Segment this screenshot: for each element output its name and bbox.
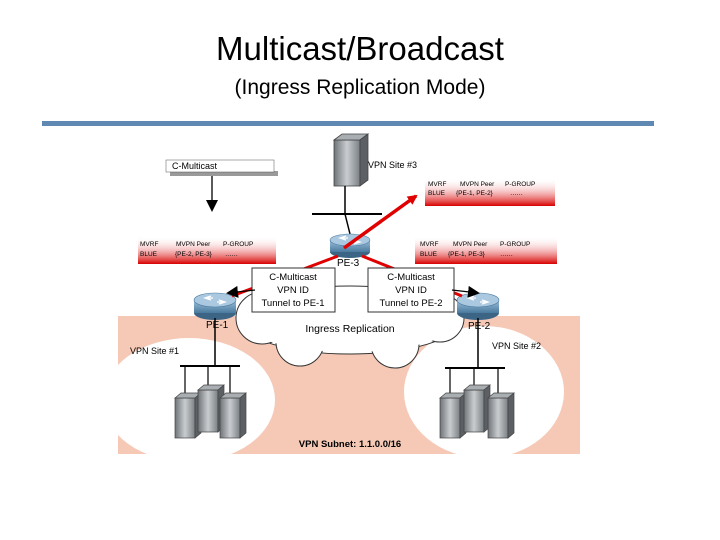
site3-router-link [344,213,351,235]
svg-text:P-GROUP: P-GROUP [223,241,253,248]
router-icon-pe1 [193,292,237,320]
c-multicast-box-right: C-Multicast VPN ID Tunnel to PE-2 [367,267,455,313]
mvrf-table-left: MVRF MVPN Peer P-GROUP BLUE {PE-2, PE-3}… [140,241,253,258]
vpn-subnet-label: VPN Subnet: 1.1.0.0/16 [299,439,401,450]
vpn-site-2-label: VPN Site #2 [492,341,541,351]
server-icon [487,392,515,439]
svg-text:Tunnel to PE-2: Tunnel to PE-2 [379,298,442,309]
server-icon [174,392,202,439]
replication-arrow-to-site3 [342,194,418,250]
svg-text:P-GROUP: P-GROUP [500,241,530,248]
pe2-label: PE-2 [468,321,491,332]
vpn-site-1-label: VPN Site #1 [130,346,179,356]
tunnel-arrow-to-pe2 [451,285,480,298]
svg-text:VPN ID: VPN ID [395,285,427,296]
vpn-site-3-label: VPN Site #3 [368,160,417,170]
mvrf-table-top-right: MVRF MVPN Peer P-GROUP BLUE {PE-1, PE-2}… [428,181,535,197]
svg-text:BLUE: BLUE [420,251,438,258]
svg-text:MVPN Peer: MVPN Peer [176,241,211,248]
svg-text:{PE-1, PE-2}: {PE-1, PE-2} [456,190,494,197]
table-right-highlight [415,236,557,264]
slide-title: Multicast/Broadcast [216,30,504,67]
server-icon [219,392,247,439]
svg-text:C-Multicast: C-Multicast [387,272,435,283]
pe1-label: PE-1 [206,320,229,331]
c-multicast-label-shadow [170,171,278,176]
c-multicast-box-left: C-Multicast VPN ID Tunnel to PE-1 [251,267,336,313]
svg-text:P-GROUP: P-GROUP [505,181,535,188]
c-multicast-label-box [165,159,275,173]
server-icon [439,392,467,439]
table-top-right-highlight [425,178,555,206]
pe3-label: PE-3 [337,258,360,269]
server-icon [332,133,370,187]
router-icon-pe3 [329,233,371,258]
slide-subtitle: (Ingress Replication Mode) [234,76,486,99]
svg-text:BLUE: BLUE [140,251,158,258]
svg-text:MVPN Peer: MVPN Peer [460,181,495,188]
router-icon-pe2 [456,292,500,320]
svg-text:MVRF: MVRF [428,181,446,188]
svg-text:BLUE: BLUE [428,190,446,197]
svg-text:C-Multicast: C-Multicast [269,272,317,283]
svg-text:VPN ID: VPN ID [277,285,309,296]
tunnel-arrow-to-pe1 [226,285,256,298]
svg-text:{PE-2, PE-3}: {PE-2, PE-3} [175,251,213,258]
svg-text:MVRF: MVRF [140,241,158,248]
mvrf-table-right: MVRF MVPN Peer P-GROUP BLUE {PE-1, PE-3}… [420,241,530,258]
svg-text:MVRF: MVRF [420,241,438,248]
svg-text:{PE-1, PE-3}: {PE-1, PE-3} [448,251,486,258]
cloud-label: Ingress Replication [305,323,394,335]
svg-text:……: …… [225,251,238,258]
svg-text:MVPN Peer: MVPN Peer [453,241,488,248]
c-multicast-label: C-Multicast [172,161,218,171]
server-icon [463,384,491,433]
svg-text:……: …… [500,251,513,258]
title-divider [42,121,654,126]
table-left-highlight [138,236,276,264]
svg-text:……: …… [510,190,523,197]
svg-text:Tunnel to PE-1: Tunnel to PE-1 [261,298,324,309]
